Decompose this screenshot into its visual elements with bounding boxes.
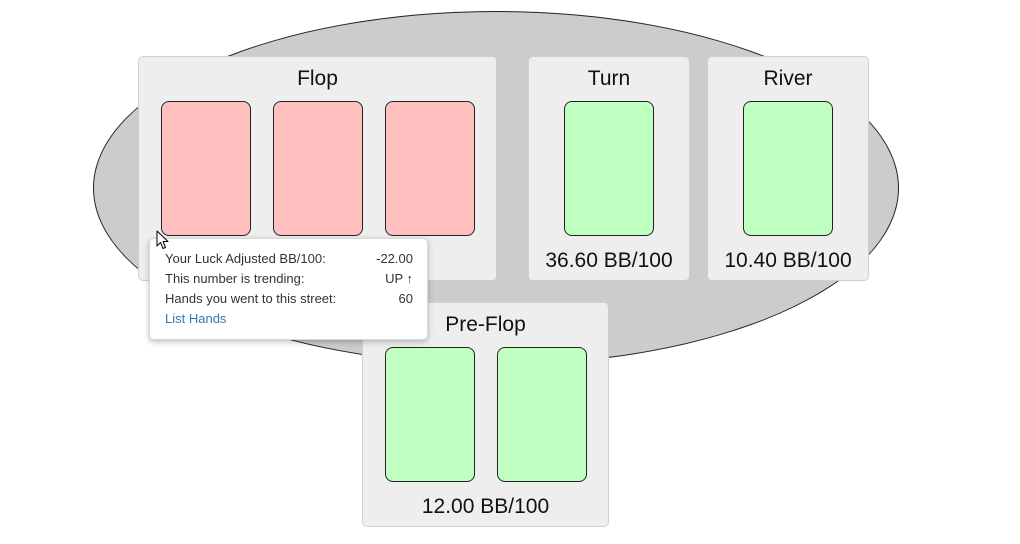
- tooltip-label: Your Luck Adjusted BB/100:: [165, 251, 326, 266]
- tooltip-value: UP ↑: [385, 271, 413, 286]
- tooltip-row-hands: Hands you went to this street: 60: [165, 291, 413, 311]
- street-panel-river[interactable]: River 10.40 BB/100: [707, 56, 869, 281]
- street-title: Flop: [297, 67, 338, 90]
- river-card: [743, 101, 833, 236]
- tooltip-label: This number is trending:: [165, 271, 305, 286]
- flop-card-1: [161, 101, 251, 236]
- street-panel-turn[interactable]: Turn 36.60 BB/100: [528, 56, 690, 281]
- flop-card-2: [273, 101, 363, 236]
- preflop-bb-value: 12.00 BB/100: [421, 495, 550, 518]
- list-hands-link[interactable]: List Hands: [165, 311, 227, 326]
- preflop-card-1: [385, 347, 475, 482]
- street-stats-tooltip: Your Luck Adjusted BB/100: -22.00 This n…: [149, 238, 428, 340]
- mouse-pointer-icon: [156, 230, 169, 249]
- street-title: Turn: [587, 67, 631, 90]
- street-panel-preflop[interactable]: Pre-Flop 12.00 BB/100: [362, 302, 609, 527]
- tooltip-value: 60: [398, 291, 413, 306]
- tooltip-label: Hands you went to this street:: [165, 291, 337, 306]
- street-title: Pre-Flop: [445, 313, 526, 336]
- tooltip-row-luck-adjusted: Your Luck Adjusted BB/100: -22.00: [165, 251, 413, 271]
- river-bb-value: 10.40 BB/100: [724, 249, 852, 272]
- tooltip-value: -22.00: [376, 251, 413, 266]
- preflop-card-2: [497, 347, 587, 482]
- turn-card: [564, 101, 654, 236]
- tooltip-row-trending: This number is trending: UP ↑: [165, 271, 413, 291]
- turn-bb-value: 36.60 BB/100: [545, 249, 673, 272]
- street-title: River: [763, 67, 813, 90]
- flop-card-3: [385, 101, 475, 236]
